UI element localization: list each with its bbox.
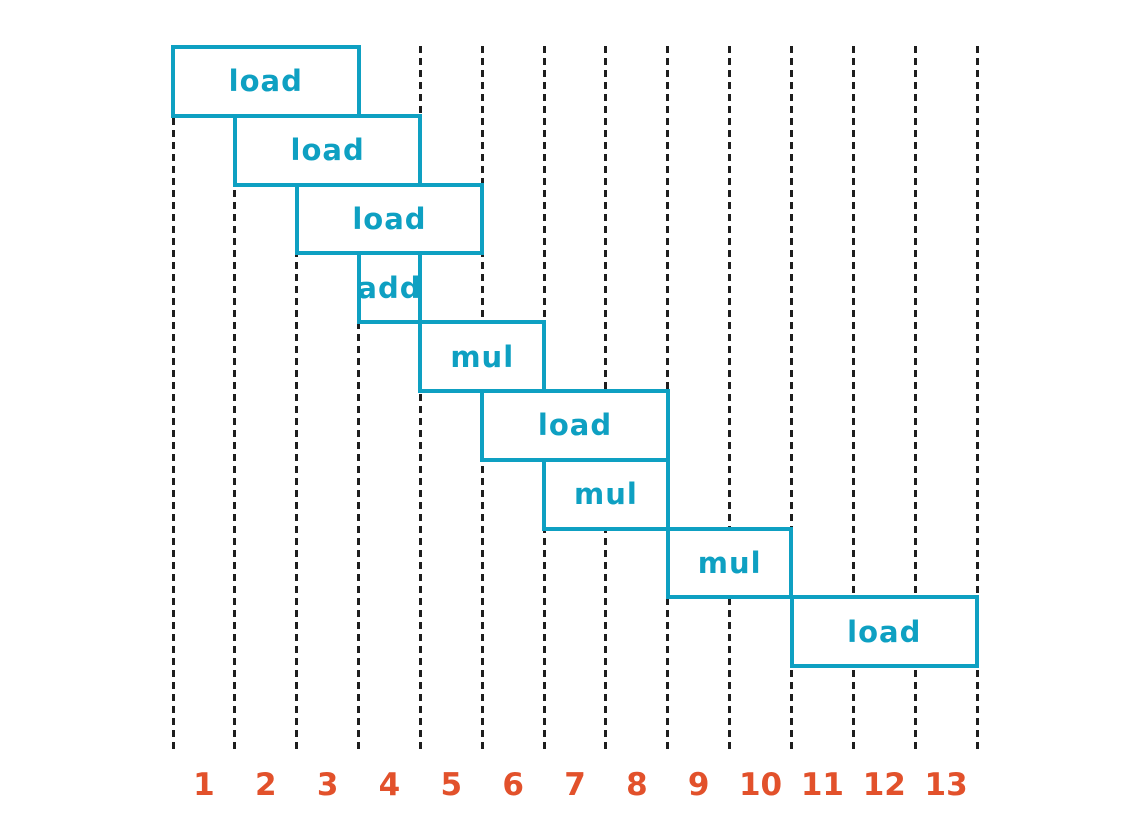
task-box-load-row1: load bbox=[171, 45, 361, 118]
cycle-gridline bbox=[357, 46, 361, 752]
cycle-number: 1 bbox=[193, 767, 215, 803]
cycle-gridline bbox=[418, 46, 422, 752]
cycle-number: 9 bbox=[687, 767, 710, 803]
cycle-number: 10 bbox=[738, 767, 783, 803]
task-label: load bbox=[290, 133, 365, 168]
cycle-number: 5 bbox=[440, 767, 463, 803]
cycle-number: 13 bbox=[924, 767, 968, 803]
cycle-gridline bbox=[975, 46, 979, 752]
task-label: load bbox=[847, 614, 922, 649]
task-box-mul-row5: mul bbox=[418, 320, 547, 393]
cycle-number: 2 bbox=[254, 767, 277, 803]
cycle-gridline bbox=[295, 46, 299, 752]
task-box-mul-row7: mul bbox=[542, 457, 670, 531]
cycle-number: 6 bbox=[502, 767, 524, 803]
cycle-gridline bbox=[728, 46, 732, 752]
cycle-number: 3 bbox=[316, 767, 339, 803]
task-label: mul bbox=[697, 545, 762, 580]
task-box-load-row2: load bbox=[232, 113, 423, 187]
task-box-load-row9: load bbox=[789, 595, 980, 669]
task-label: load bbox=[228, 64, 303, 99]
cycle-number: 7 bbox=[564, 767, 586, 803]
cycle-number: 11 bbox=[800, 767, 844, 803]
cycle-number: 12 bbox=[862, 767, 906, 803]
cycle-gridline bbox=[913, 46, 917, 752]
cycle-number: 4 bbox=[378, 767, 401, 803]
task-box-mul-row8: mul bbox=[665, 526, 794, 600]
cycle-number: 8 bbox=[626, 767, 648, 803]
cycle-gridline bbox=[171, 46, 175, 752]
cycle-gridline bbox=[233, 46, 237, 752]
task-box-add-row4: add bbox=[356, 251, 423, 325]
task-label: mul bbox=[450, 339, 515, 374]
task-box-load-row6: load bbox=[480, 389, 670, 462]
task-label: mul bbox=[574, 477, 638, 512]
cycle-gridline bbox=[790, 46, 793, 752]
cycle-gridline bbox=[851, 46, 855, 752]
task-label: load bbox=[352, 201, 427, 236]
task-label: load bbox=[537, 408, 613, 443]
task-label: add bbox=[357, 270, 422, 305]
task-box-load-row3: load bbox=[294, 182, 485, 256]
